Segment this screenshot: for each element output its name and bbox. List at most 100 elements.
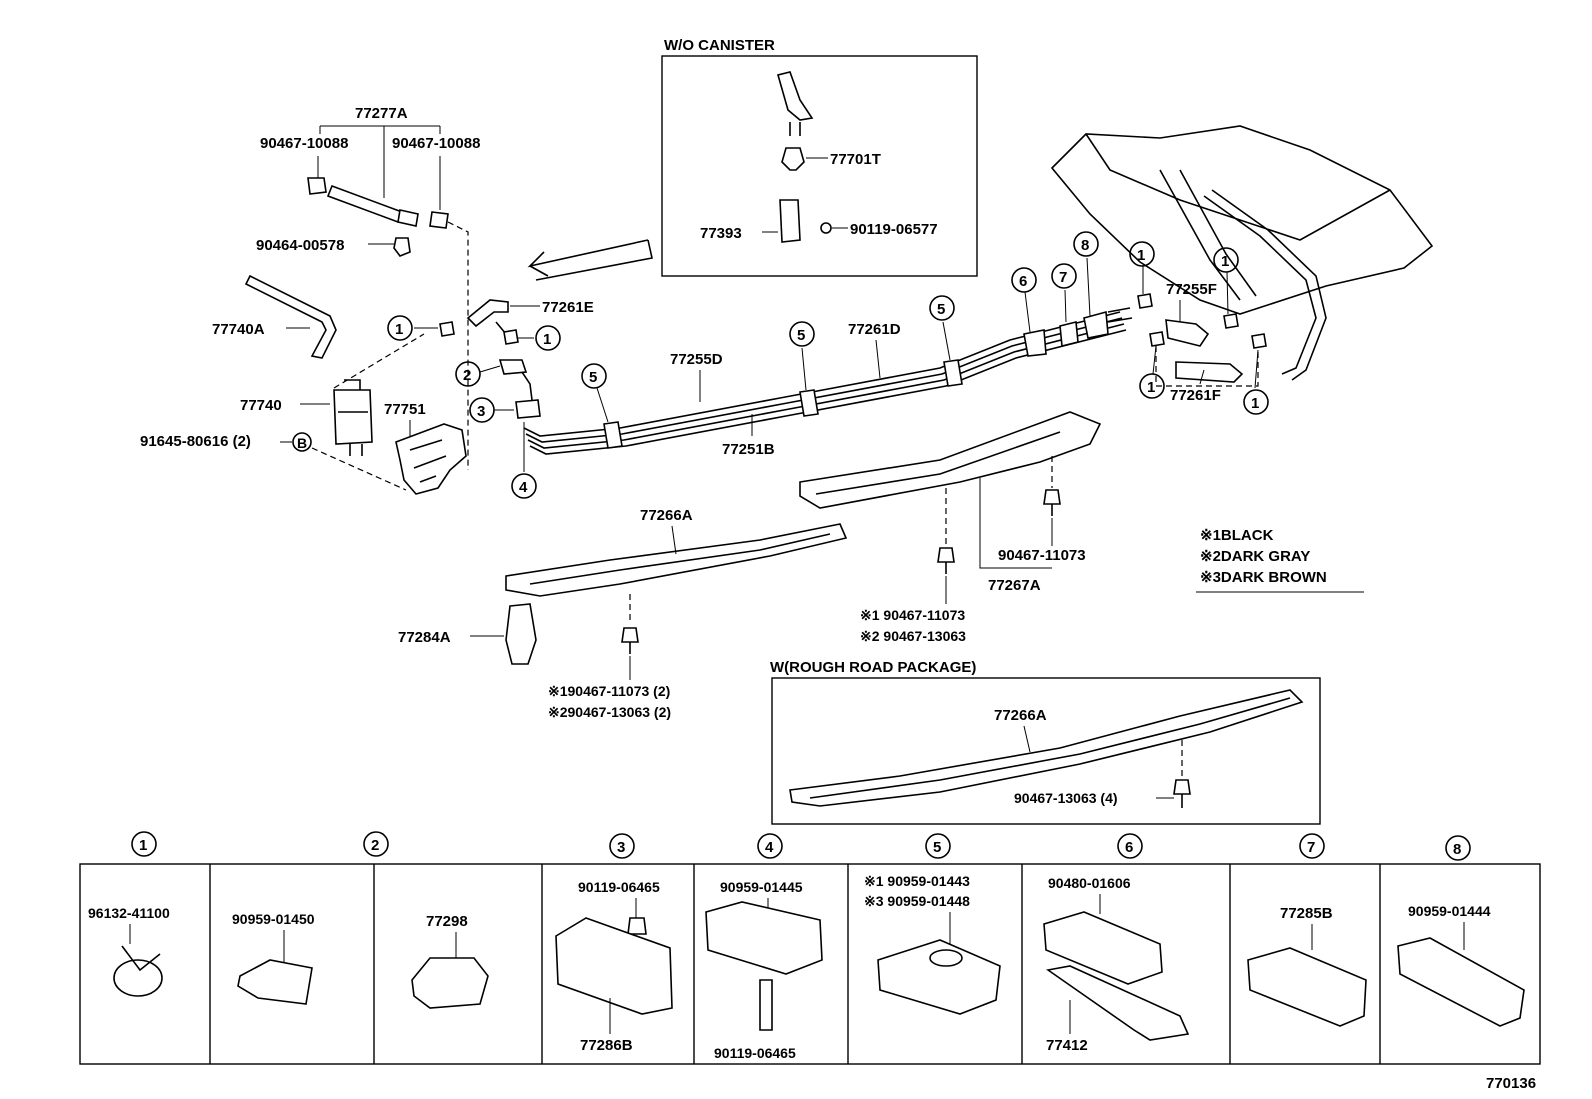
bolt-90119-icon	[627, 917, 647, 935]
label-77251B: 77251B	[722, 441, 775, 458]
clamp-5-b-icon	[799, 389, 819, 417]
table-frame	[79, 863, 1541, 1065]
inset-wo-canister-title: W/O CANISTER	[664, 37, 775, 54]
clamp-5-a-icon	[603, 421, 623, 449]
label-77266A: 77266A	[640, 507, 693, 524]
svg-text:1: 1	[1251, 395, 1259, 412]
callout-2: 2	[455, 361, 481, 387]
callout-1-a: 1	[387, 315, 413, 341]
label-90467-11073-bot: ※190467-11073 (2)	[548, 683, 670, 699]
clip-r4-icon	[1251, 333, 1267, 349]
svg-text:1: 1	[1137, 247, 1145, 264]
clamp-77286B-icon	[555, 917, 673, 1015]
vent-hose-icon	[777, 71, 814, 121]
legend-dark-brown: ※3DARK BROWN	[1200, 569, 1327, 586]
legend-black: ※1BLACK	[1200, 527, 1274, 544]
label-77261E: 77261E	[542, 299, 594, 316]
bracket-detail-icon	[409, 439, 447, 483]
inset-wo-canister: W/O CANISTER 77701T 77393 90119-06577	[661, 37, 978, 277]
clamp-7-icon	[1059, 320, 1079, 348]
label-77255F: 77255F	[1166, 281, 1217, 298]
table-cell-2: 90959-01450	[232, 911, 315, 1005]
leader-5-b	[801, 347, 807, 391]
hose-77261F-icon	[1175, 361, 1244, 383]
label-77740A: 77740A	[212, 321, 265, 338]
bolt-icon	[820, 222, 832, 234]
label-77751: 77751	[384, 401, 426, 418]
clip-left-icon	[307, 177, 327, 195]
clamp-90959-01444-icon	[1397, 937, 1525, 1027]
fuel-tank-icon	[1050, 125, 1434, 315]
svg-text:5: 5	[933, 839, 941, 856]
clamp-90959-01445-icon	[705, 901, 823, 975]
clamp-3-icon	[515, 399, 541, 419]
fuel-line-d-icon	[529, 329, 1127, 455]
label-77701T: 77701T	[830, 151, 881, 168]
table-cell-3: 77298	[411, 913, 489, 1009]
table-header-4: 4	[757, 833, 783, 859]
table-header-3: 3	[609, 833, 635, 859]
band-clamp-tab-icon	[121, 945, 161, 972]
svg-text:1: 1	[395, 321, 403, 338]
tank-pipe-b-icon	[1203, 195, 1317, 375]
table-cell-5: 90959-01445 90119-06465	[705, 879, 823, 1061]
tank-line-ends-icon	[1107, 307, 1133, 323]
leader-r2	[1226, 271, 1229, 315]
svg-text:3: 3	[477, 403, 485, 420]
svg-text:2: 2	[371, 837, 379, 854]
leader-r3	[1152, 345, 1157, 375]
table-cell-9: 90959-01444	[1397, 903, 1525, 1027]
cell8-part: 77285B	[1280, 905, 1333, 922]
leader-77266A	[671, 525, 677, 555]
bracket-77284A-icon	[505, 603, 537, 665]
clamp-90959-01450-icon	[237, 959, 313, 1005]
leader-callout-2	[479, 365, 501, 373]
label-77261F: 77261F	[1170, 387, 1221, 404]
clamp-2-icon	[498, 359, 528, 375]
clip-r2-icon	[1223, 313, 1239, 329]
label-77740: 77740	[240, 397, 282, 414]
label-90467-13063-mid: ※2 90467-13063	[860, 628, 966, 644]
cell4-part-bolt: 90119-06465	[578, 879, 660, 895]
label-77261D: 77261D	[848, 321, 901, 338]
fuel-lines: 77255D 77261D 77251B	[523, 257, 1127, 458]
legend-dark-gray: ※2DARK GRAY	[1200, 548, 1310, 565]
leader-r4	[1254, 349, 1259, 389]
cell1-part: 96132-41100	[88, 905, 170, 921]
bolt-marker-b-icon	[292, 432, 312, 452]
svg-text:5: 5	[797, 327, 805, 344]
callout-6: 6	[1011, 267, 1037, 293]
callout-1-b: 1	[535, 325, 561, 351]
bracket-77751-icon	[395, 423, 467, 495]
bolt-upper-right-icon	[1043, 489, 1061, 516]
protector-lower: 77266A ※190467-11073 (2) ※290467-13063 (…	[398, 507, 848, 720]
clamp-90959-0144x-icon	[877, 939, 1001, 1015]
table-header-5: 5	[925, 833, 951, 859]
leader-5-c	[942, 321, 951, 361]
clamp-90464-icon	[393, 237, 411, 257]
label-90467-13063-bot: ※290467-13063 (2)	[548, 704, 671, 720]
label-90467-11073-r: 90467-11073	[998, 547, 1086, 564]
svg-text:5: 5	[589, 369, 597, 386]
label-77267A: 77267A	[988, 577, 1041, 594]
label-77277A: 77277A	[355, 105, 408, 122]
bolt-lower-icon	[621, 627, 639, 654]
clamp-90480-01606-icon	[1043, 911, 1163, 985]
svg-text:6: 6	[1125, 839, 1133, 856]
protector-lower-rib-icon	[529, 533, 831, 585]
dash-guide-rear	[1155, 346, 1259, 387]
table-cell-7: 90480-01606 77412	[1043, 875, 1190, 1054]
leader-5-a	[596, 387, 609, 423]
cell6-part-b: ※3 90959-01448	[864, 893, 970, 909]
inset-rough-road-frame	[771, 677, 1321, 825]
protector-77267A-icon	[799, 411, 1102, 509]
direction-arrow-icon	[527, 239, 653, 281]
tank-seam-icon	[1085, 133, 1391, 241]
cell7-part-clamp: 90480-01606	[1048, 875, 1131, 891]
callout-7: 7	[1051, 263, 1077, 289]
svg-text:1: 1	[1221, 253, 1229, 270]
hose-77277A-icon	[326, 184, 404, 224]
leader-77261F	[1199, 369, 1205, 385]
callout-1-r2: 1	[1213, 247, 1239, 273]
